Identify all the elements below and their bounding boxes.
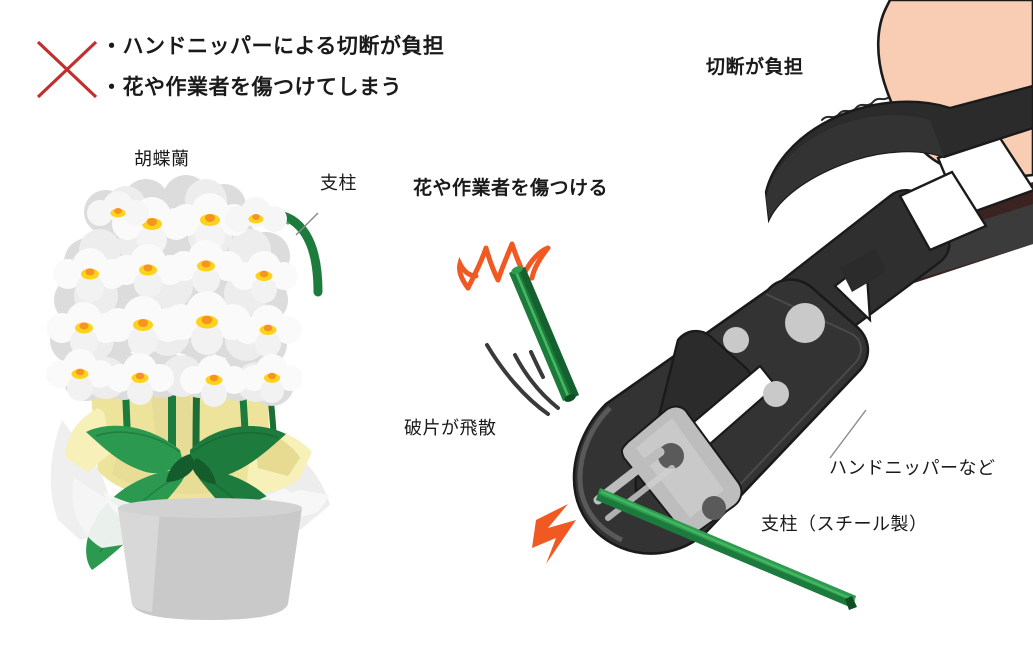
- blossom: [234, 305, 302, 357]
- blossom: [180, 355, 248, 407]
- blossom: [87, 191, 149, 226]
- label-fragments-scatter: 破片が飛散: [404, 418, 497, 438]
- orchid-flowers-front: [46, 191, 303, 407]
- blossom: [169, 240, 243, 294]
- leader-lines: [295, 212, 867, 459]
- steel-stake-green: [596, 488, 857, 610]
- label-stake-left: 支柱: [320, 173, 357, 193]
- blossom: [230, 251, 298, 303]
- header-bullet-1: ・ハンドニッパーによる切断が負担: [101, 35, 445, 58]
- label-orchid: 胡蝶蘭: [134, 149, 190, 169]
- hand-and-nipper-illustration: [532, 0, 1033, 610]
- flying-fragment-group: [457, 241, 579, 416]
- flower-pot: [118, 498, 302, 620]
- nipper-pivot-pins: [723, 303, 825, 407]
- nipper-near-handle: [764, 84, 1033, 224]
- label-hand-nipper: ハンドニッパーなど: [829, 458, 996, 478]
- header-bullet-2: ・花や作業者を傷つけてしまう: [101, 76, 402, 99]
- label-damage-warning: 花や作業者を傷つける: [413, 178, 609, 199]
- blossom: [225, 197, 287, 232]
- orchid-plant-illustration: [46, 175, 330, 620]
- label-steel-stake: 支柱（スチール製）: [761, 514, 928, 534]
- blossom: [163, 291, 251, 355]
- spark-bolt: [532, 504, 576, 564]
- leader-hand-nipper: [829, 409, 867, 459]
- nipper-handle-grip: [898, 136, 1033, 252]
- leader-stake-left: [295, 212, 319, 236]
- broken-stake-piece: [509, 266, 579, 402]
- blossom: [241, 354, 303, 403]
- blossom: [106, 353, 174, 405]
- red-x-mark: [36, 40, 98, 99]
- label-cutting-burden: 切断が負担: [706, 57, 804, 78]
